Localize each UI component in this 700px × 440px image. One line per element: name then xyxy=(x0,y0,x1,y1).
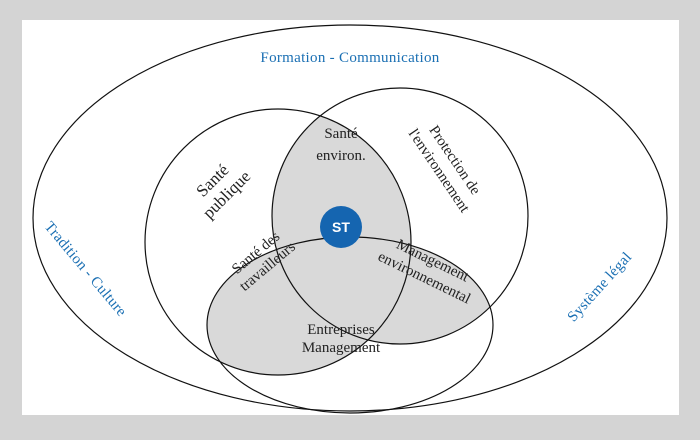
sante-environ-line2: environ. xyxy=(316,148,366,164)
center-st-label: ST xyxy=(332,219,350,235)
outer-ellipse xyxy=(32,24,668,412)
circle-sante-publique xyxy=(144,108,412,376)
circle-protection-environnement xyxy=(271,87,529,345)
entreprises-line1: Entreprises xyxy=(307,322,375,338)
label-formation-communication: Formation - Communication xyxy=(260,50,439,66)
sante-environ-line1: Santé xyxy=(324,126,358,142)
entreprises-line2: Management xyxy=(302,340,381,356)
center-st-circle xyxy=(320,206,362,248)
